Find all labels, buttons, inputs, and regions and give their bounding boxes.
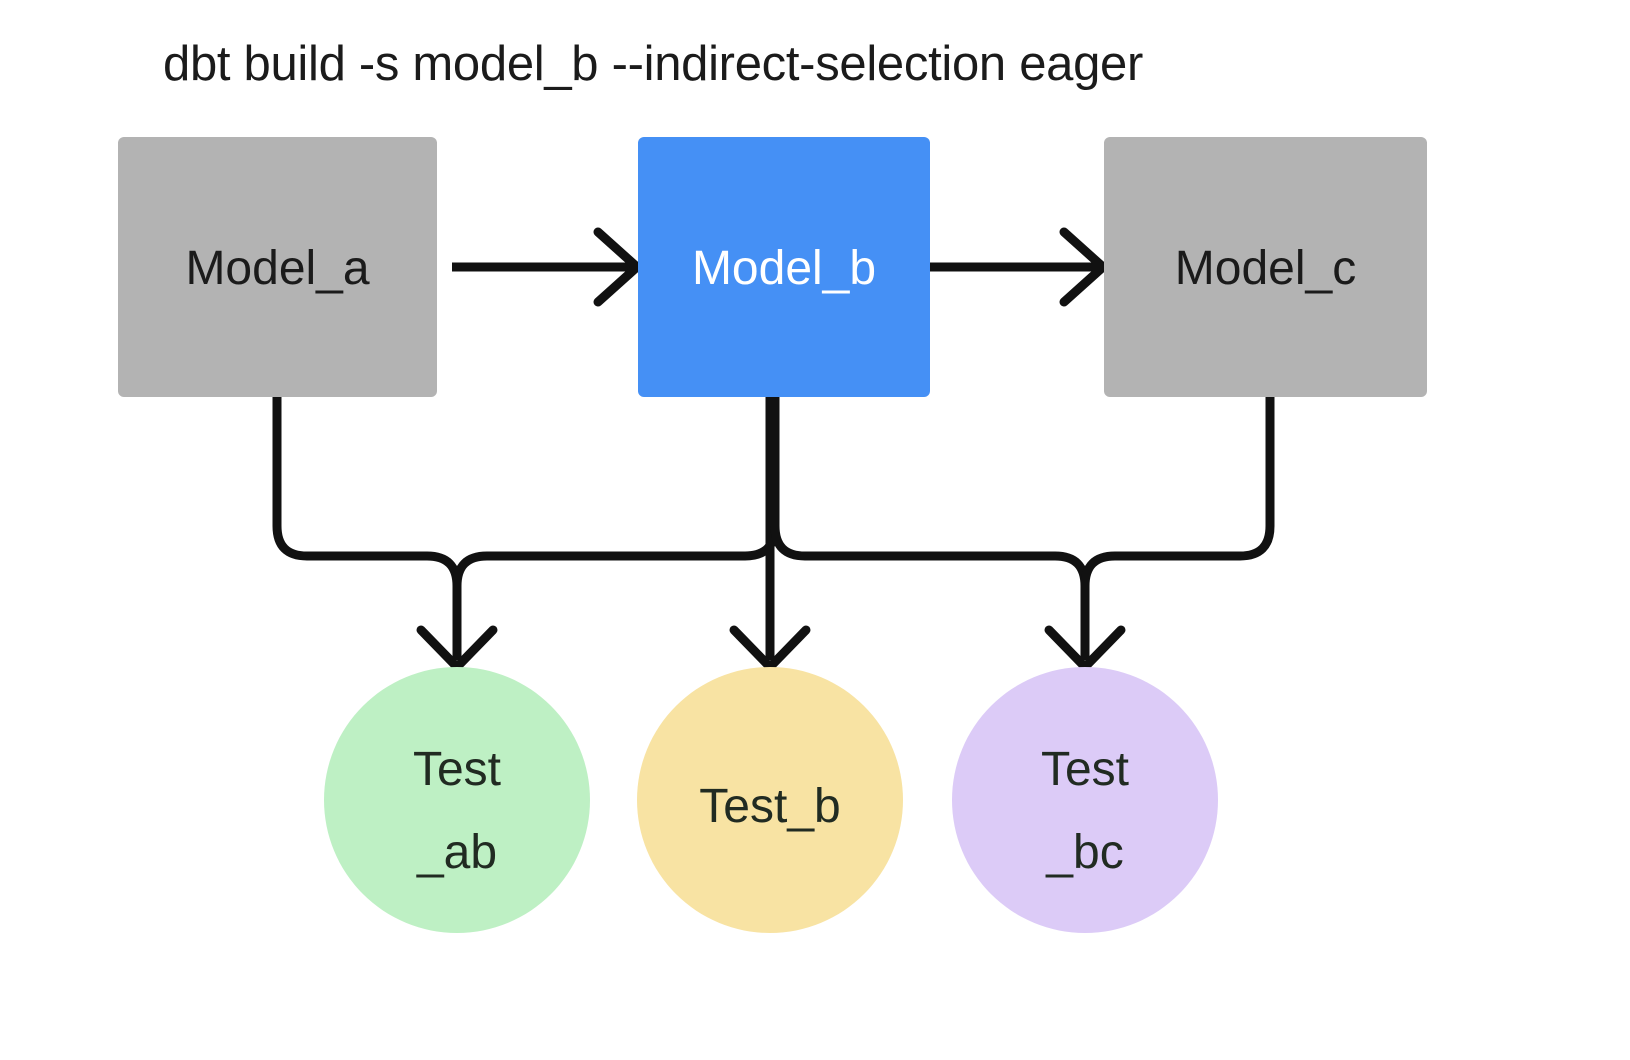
- edge-model-b-to-test-bc: [770, 397, 1090, 660]
- test-b-shape[interactable]: [637, 667, 903, 933]
- edge-model-b-to-model-c: [930, 227, 1108, 307]
- model-b-shape[interactable]: [638, 137, 930, 397]
- edge-model-a-to-test-ab: [272, 397, 462, 660]
- test-bc-shape[interactable]: [952, 667, 1218, 933]
- test-ab-shape[interactable]: [324, 667, 590, 933]
- node-test-b[interactable]: Test_b: [637, 667, 903, 933]
- edge-model-a-to-model-b: [452, 227, 642, 307]
- model-a-shape[interactable]: [118, 137, 437, 397]
- model-c-shape[interactable]: [1104, 137, 1427, 397]
- node-model-b[interactable]: Model_b: [638, 137, 930, 397]
- edge-model-c-to-test-bc: [1080, 397, 1275, 660]
- edge-model-b-to-test-ab: [452, 397, 780, 660]
- diagram-title: dbt build -s model_b --indirect-selectio…: [163, 37, 1143, 91]
- node-model-c[interactable]: Model_c: [1104, 137, 1427, 397]
- node-model-a[interactable]: Model_a: [118, 137, 437, 397]
- node-test-ab[interactable]: Test _ab: [324, 667, 590, 933]
- node-test-bc[interactable]: Test _bc: [952, 667, 1218, 933]
